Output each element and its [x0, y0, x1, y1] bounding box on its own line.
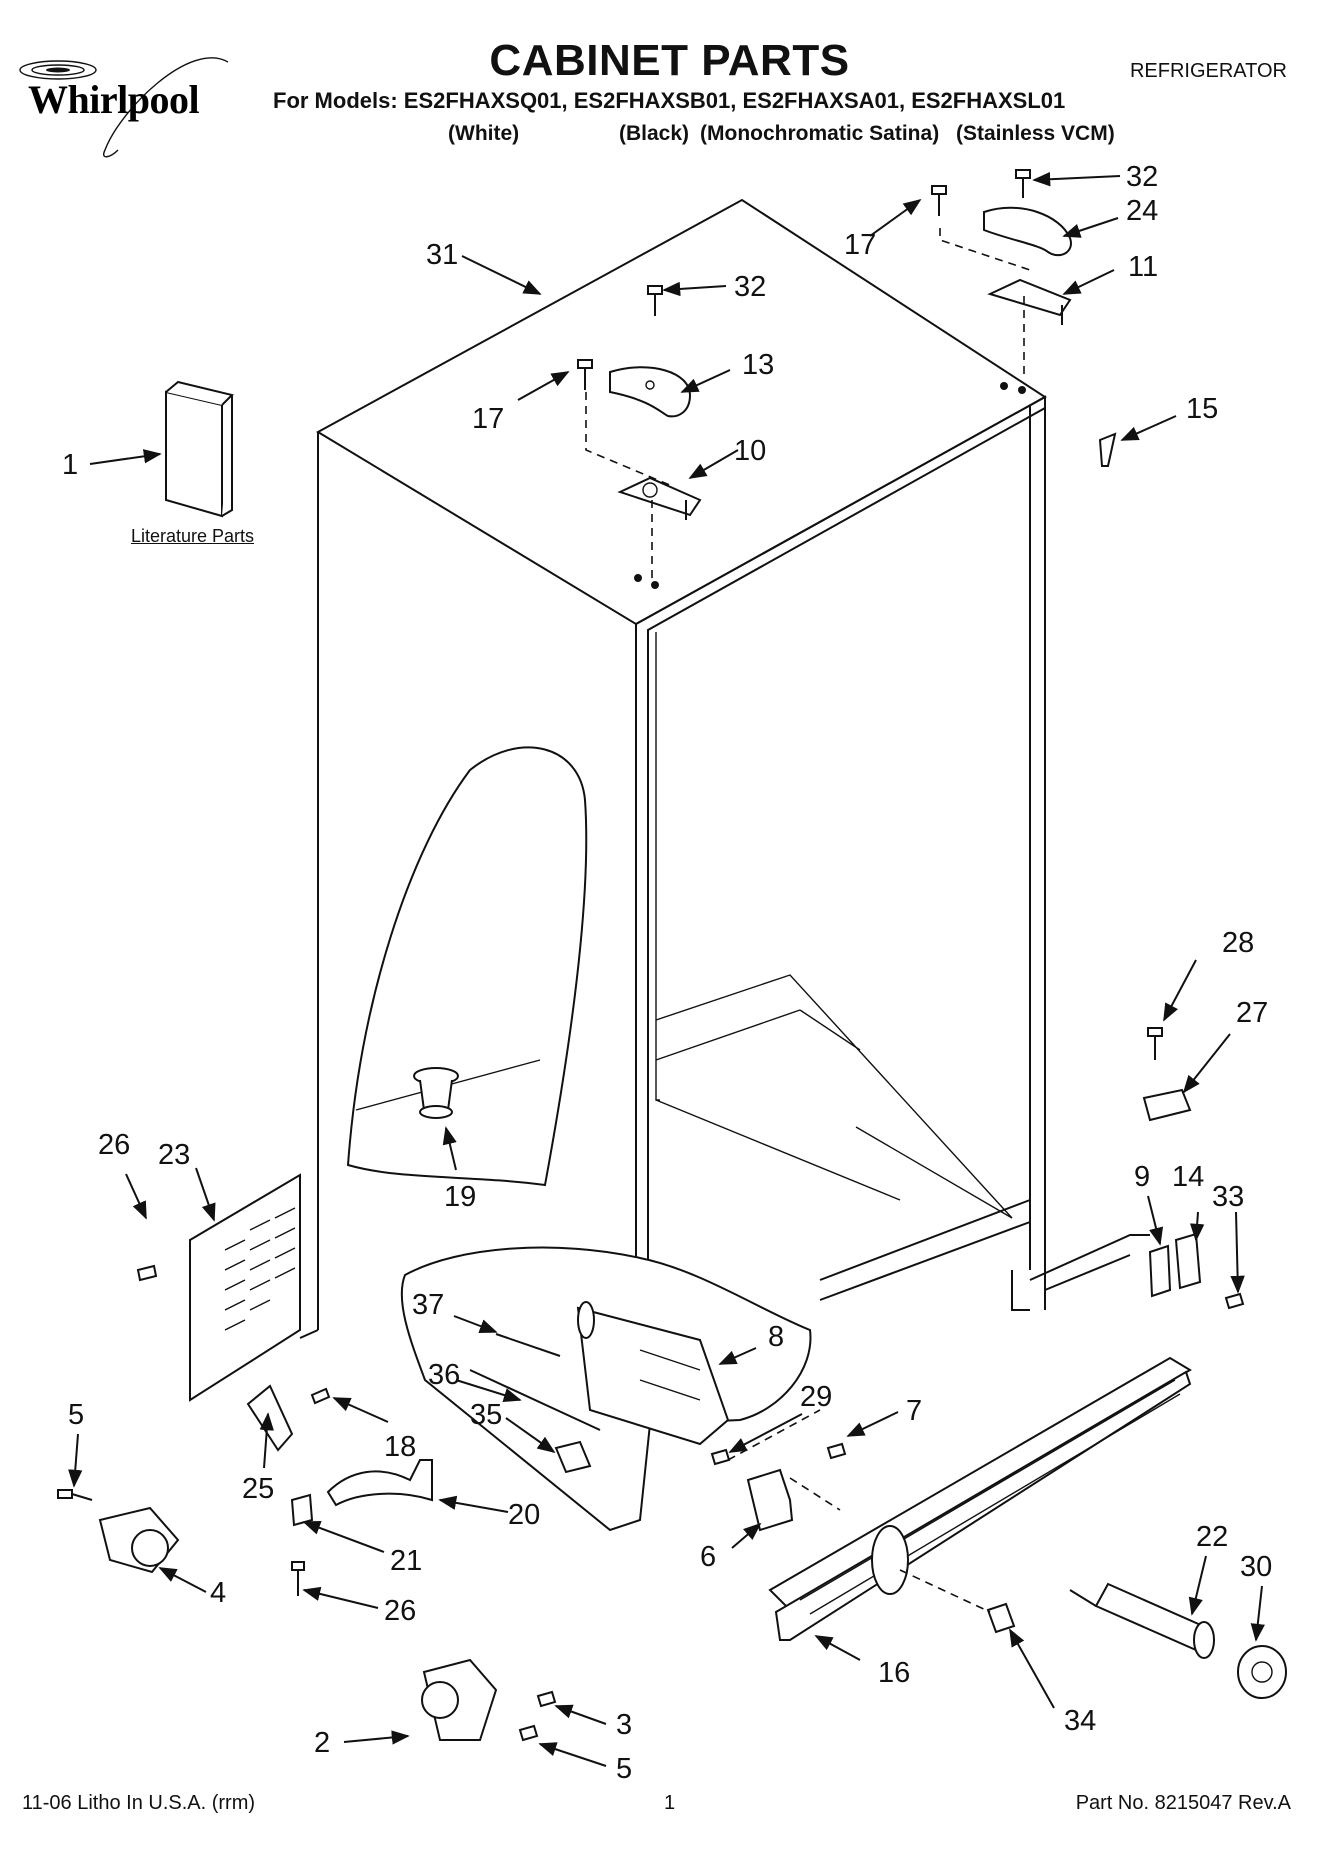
- plug-19-icon: [413, 1067, 459, 1119]
- callout-1: 1: [62, 449, 78, 481]
- variant-black: (Black): [619, 122, 690, 145]
- models-list: ES2FHAXSQ01, ES2FHAXSB01, ES2FHAXSA01, E…: [403, 88, 1066, 113]
- block-27-icon: [1142, 1088, 1192, 1122]
- filter-cap-30-icon: [1237, 1645, 1287, 1699]
- block-35-icon: [554, 1440, 592, 1474]
- cap-34-icon: [986, 1602, 1016, 1634]
- literature-parts-label: Literature Parts: [131, 526, 255, 546]
- callout-8: 8: [768, 1321, 784, 1353]
- callout-9: 9: [1134, 1161, 1150, 1193]
- page-title: CABINET PARTS: [489, 36, 850, 85]
- models-label: For Models:: [273, 88, 398, 113]
- tube-37-icon: [495, 1333, 561, 1357]
- cabinet-shell: [299, 198, 1150, 1362]
- callout-28: 28: [1222, 927, 1254, 959]
- hinge-cover-13-icon: [609, 366, 692, 418]
- callout-32b: 32: [734, 271, 766, 303]
- tube-20-icon: [326, 1459, 433, 1507]
- bracket-14-icon: [1174, 1232, 1202, 1290]
- variant-stainless-vcm: (Stainless VCM): [956, 122, 1115, 145]
- callout-21: 21: [390, 1545, 422, 1577]
- callout-34: 34: [1064, 1705, 1096, 1737]
- hinge-10-icon: [617, 476, 702, 520]
- callout-30: 30: [1240, 1551, 1272, 1583]
- screw-26b-icon: [291, 1561, 305, 1596]
- callout-labels: 1 2 3 4 5 5 6 7 8 9 10 11 13 14 15 16 17…: [62, 161, 1272, 1785]
- callout-25: 25: [242, 1473, 274, 1505]
- variant-monochromatic-satina: (Monochromatic Satina): [700, 122, 940, 145]
- variant-white: (White): [448, 122, 520, 145]
- callout-27: 27: [1236, 997, 1268, 1029]
- footer-litho: 11-06 Litho In U.S.A. (rrm): [22, 1792, 256, 1814]
- callout-22: 22: [1196, 1521, 1228, 1553]
- roller-4-icon: [98, 1506, 180, 1574]
- callout-26b: 26: [384, 1595, 416, 1627]
- callout-16: 16: [878, 1657, 910, 1689]
- hinge-11-icon: [987, 278, 1072, 325]
- base-grille-16-icon: [768, 1356, 1192, 1641]
- callout-29: 29: [800, 1381, 832, 1413]
- callout-35: 35: [470, 1399, 502, 1431]
- bracket-6-icon: [746, 1468, 794, 1532]
- callout-20: 20: [508, 1499, 540, 1531]
- tube-36-icon: [469, 1369, 601, 1431]
- callout-18: 18: [384, 1431, 416, 1463]
- bracket-25-icon: [246, 1384, 294, 1452]
- callout-14: 14: [1172, 1161, 1204, 1193]
- callout-6: 6: [700, 1541, 716, 1573]
- clamp-21-icon: [290, 1493, 314, 1527]
- valve-8-icon: [576, 1301, 730, 1446]
- callout-13: 13: [742, 349, 774, 381]
- brand-wordmark: Whirlpool: [28, 77, 200, 122]
- bracket-9-icon: [1148, 1244, 1172, 1298]
- callout-2: 2: [314, 1727, 330, 1759]
- callout-17b: 17: [844, 229, 876, 261]
- cutaway-upper: [346, 746, 588, 1187]
- footer-page-number: 1: [664, 1792, 676, 1814]
- callout-11: 11: [1128, 251, 1158, 283]
- callout-24: 24: [1126, 195, 1158, 227]
- callout-7: 7: [906, 1395, 922, 1427]
- callout-23: 23: [158, 1139, 190, 1171]
- literature-book-icon: [165, 380, 234, 518]
- screw-7-icon: [826, 1442, 847, 1460]
- screw-29-icon: [710, 1448, 731, 1466]
- screw-33-icon: [1224, 1292, 1245, 1310]
- callout-5b: 5: [616, 1753, 632, 1785]
- callout-10: 10: [734, 435, 766, 467]
- callout-31: 31: [426, 239, 458, 271]
- whirlpool-logo-icon: [19, 57, 229, 158]
- roller-2-icon: [421, 1658, 498, 1741]
- product-type: REFRIGERATOR: [1129, 60, 1287, 82]
- callout-3: 3: [616, 1709, 632, 1741]
- brand-logo: Whirlpool: [22, 48, 272, 148]
- models-line: For Models: ES2FHAXSQ01, ES2FHAXSB01, ES…: [273, 88, 1065, 114]
- callout-33: 33: [1212, 1181, 1244, 1213]
- screw-18-icon: [310, 1387, 331, 1405]
- callout-19: 19: [444, 1181, 476, 1213]
- leader-arrows: [68, 172, 1265, 1767]
- callout-26a: 26: [98, 1129, 130, 1161]
- screw-5a-icon: [57, 1489, 93, 1501]
- screw-26-icon: [136, 1264, 158, 1282]
- clip-15-icon: [1098, 432, 1117, 467]
- screw-28-icon: [1147, 1027, 1163, 1060]
- callout-4: 4: [210, 1577, 226, 1609]
- screw-icon: [577, 169, 1031, 390]
- callout-37: 37: [412, 1289, 444, 1321]
- callout-17a: 17: [472, 403, 504, 435]
- callout-5a: 5: [68, 1399, 84, 1431]
- screw-5b-icon: [518, 1724, 539, 1742]
- callout-32a: 32: [1126, 161, 1158, 193]
- grille-23-icon: [189, 1173, 301, 1402]
- filter-22-icon: [1069, 1582, 1215, 1659]
- footer-part-number: Part No. 8215047 Rev.A: [1075, 1792, 1291, 1814]
- callout-15: 15: [1186, 393, 1218, 425]
- hinge-cover-24-icon: [983, 206, 1072, 257]
- screw-3-icon: [536, 1690, 557, 1708]
- callout-36: 36: [428, 1359, 460, 1391]
